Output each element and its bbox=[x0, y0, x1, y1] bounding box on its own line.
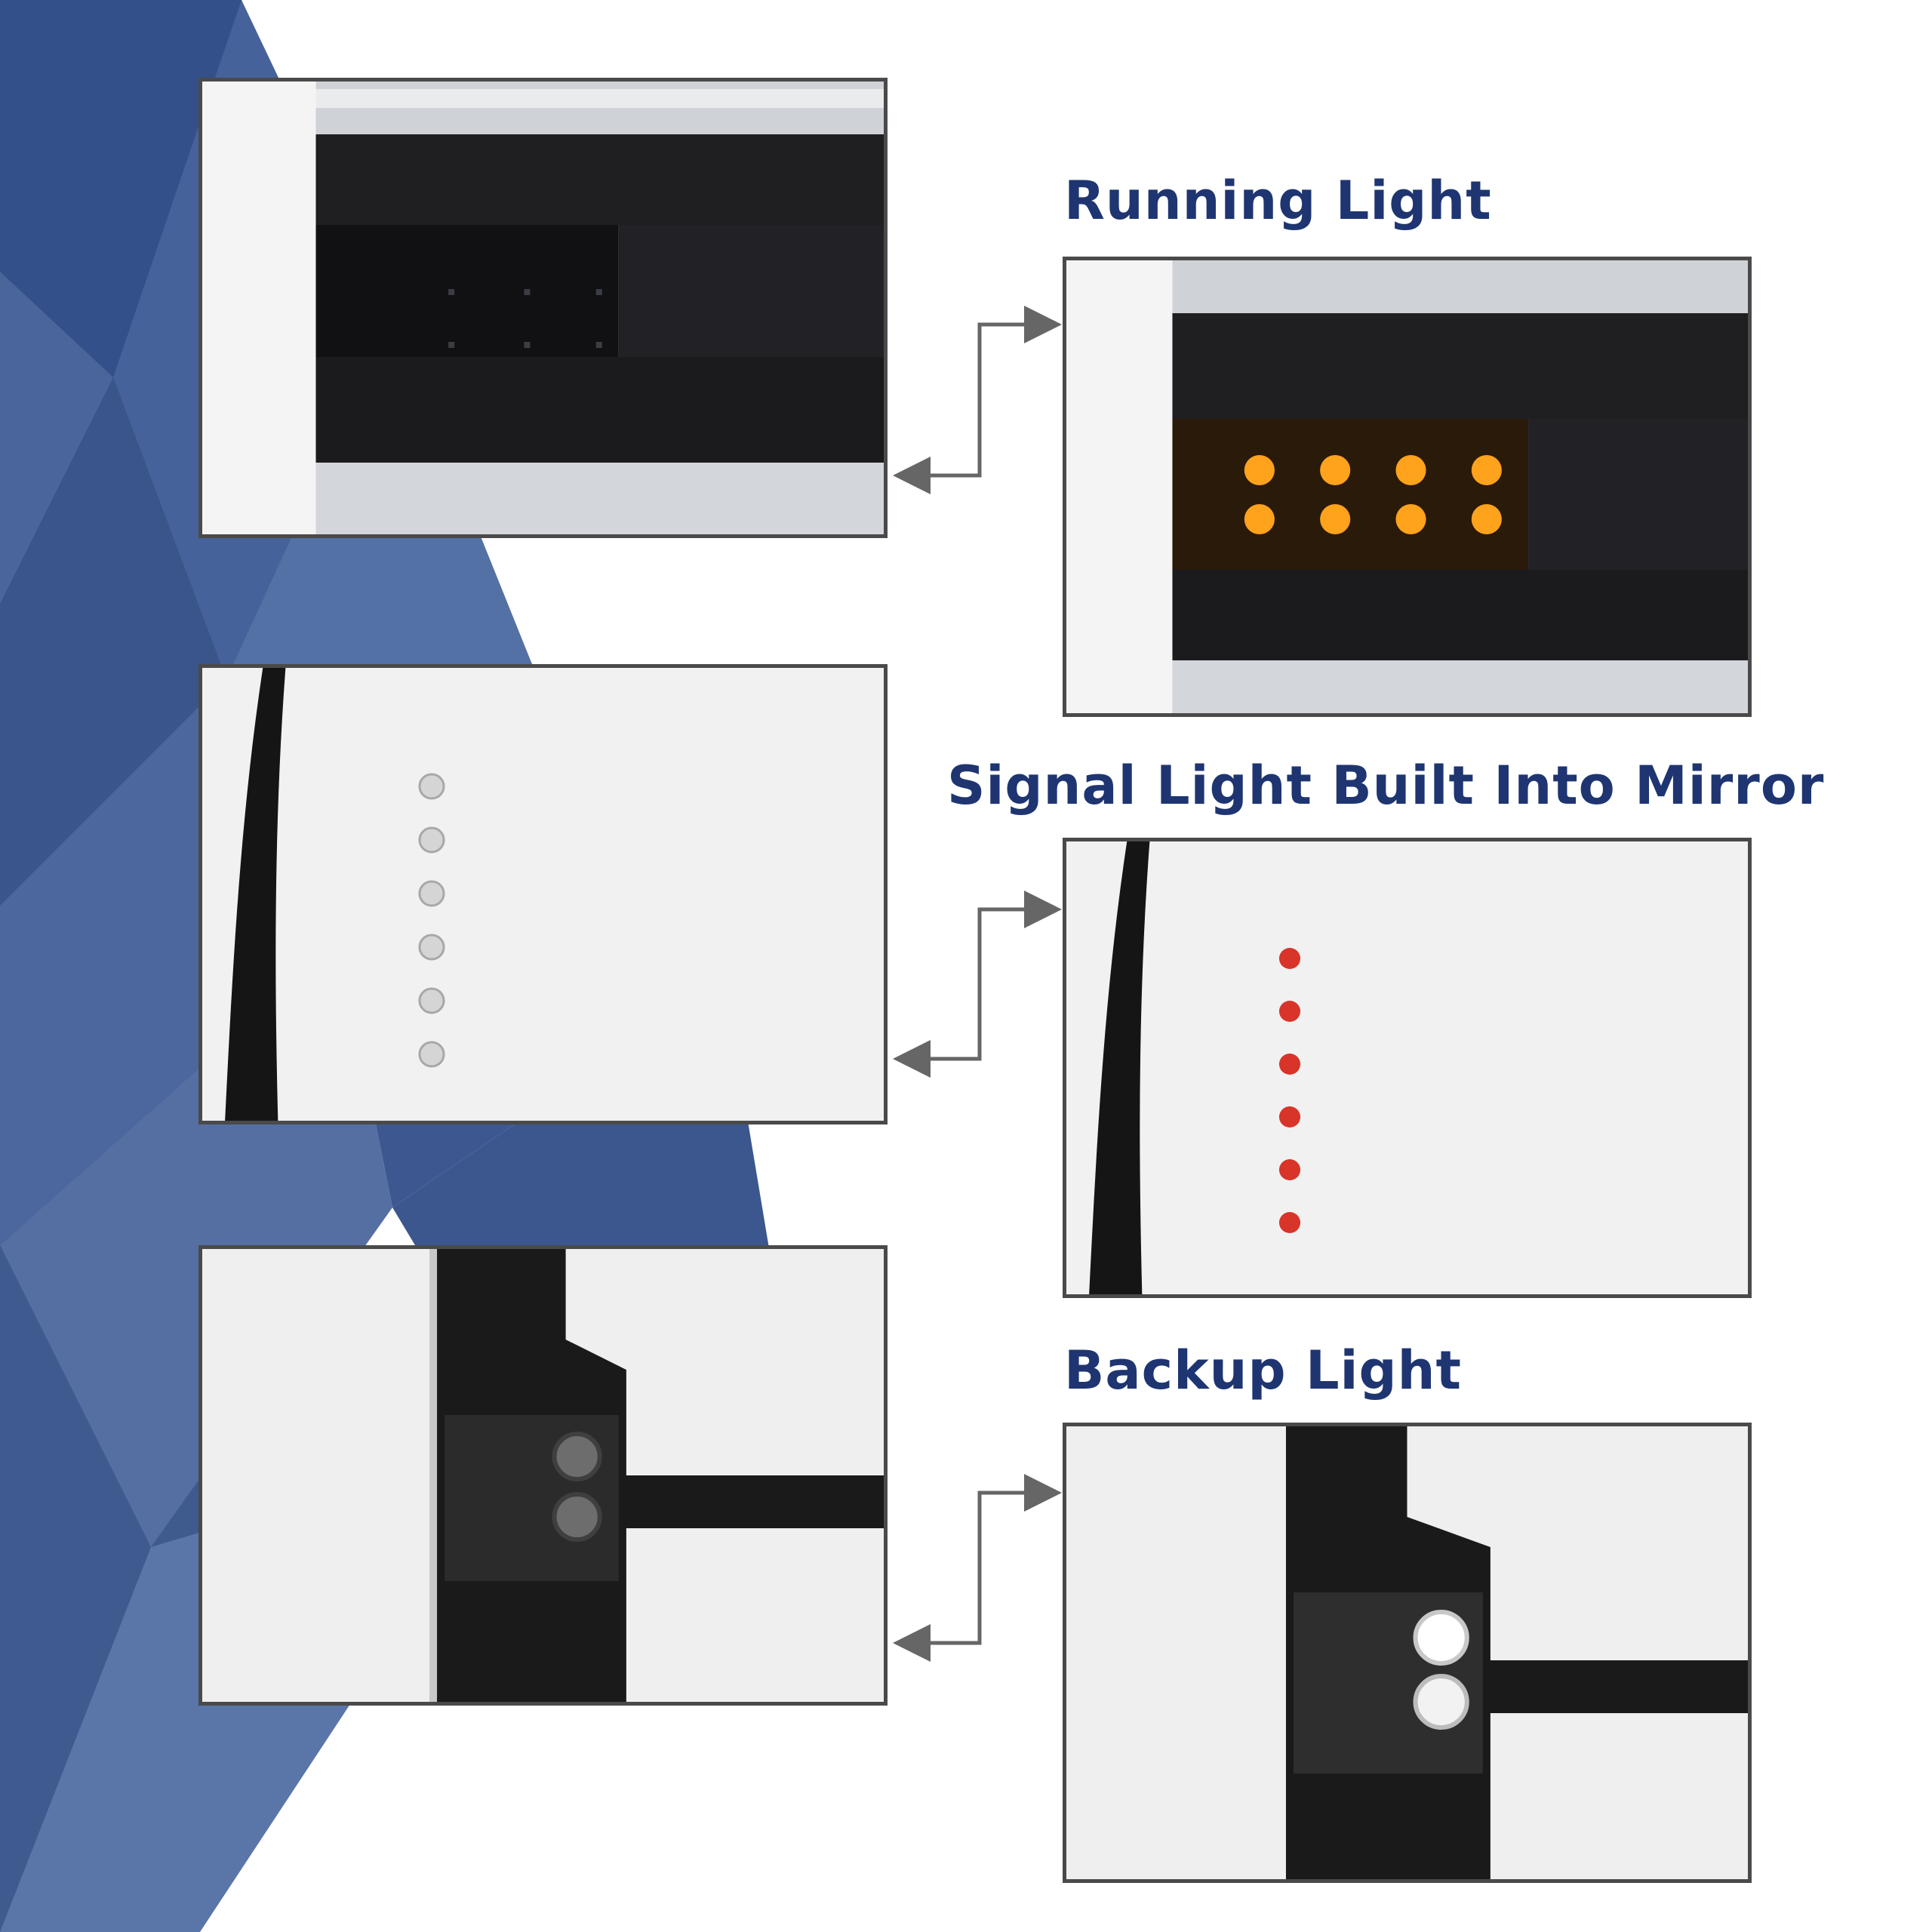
running-light-on-image bbox=[1063, 257, 1752, 717]
running-light-off-image bbox=[198, 78, 888, 538]
signal-light-on-image bbox=[1063, 838, 1752, 1298]
signal-light-heading: Signal Light Built Into Mirror bbox=[947, 755, 1825, 817]
signal-light-off-image bbox=[198, 664, 888, 1124]
backup-light-off-image bbox=[198, 1245, 888, 1706]
backup-light-heading: Backup Light bbox=[1064, 1340, 1462, 1401]
backup-light-on-image bbox=[1063, 1423, 1752, 1883]
running-light-heading: Running Light bbox=[1064, 170, 1492, 232]
